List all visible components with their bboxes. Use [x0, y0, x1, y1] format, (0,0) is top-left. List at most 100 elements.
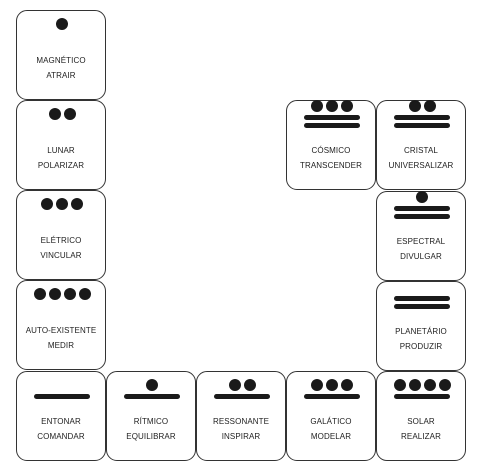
tone-label: GALÁTICO MODELAR — [287, 414, 375, 444]
glyph-dot — [78, 288, 91, 300]
mayan-number-glyph — [17, 101, 107, 135]
glyph-bar — [304, 394, 360, 399]
tone-tile: AUTO-EXISTENTE MEDIR — [16, 280, 106, 370]
tone-name: ENTONAR — [41, 417, 81, 426]
tone-action: PRODUZIR — [399, 342, 443, 351]
tone-name: MAGNÉTICO — [36, 56, 86, 65]
tone-action: TRANSCENDER — [300, 161, 362, 170]
tone-label: CÓSMICO TRANSCENDER — [287, 143, 375, 173]
tone-action: UNIVERSALIZAR — [388, 161, 454, 170]
tone-tile: MAGNÉTICO ATRAIR — [16, 10, 106, 100]
tone-name: RÍTMICO — [133, 417, 169, 426]
glyph-bar — [34, 394, 90, 399]
glyph-bar — [394, 296, 450, 301]
glyph-dot — [48, 108, 61, 120]
tone-tile: RÍTMICO EQUILIBRAR — [106, 371, 196, 461]
glyph-dot — [326, 379, 338, 391]
tone-action: REALIZAR — [401, 432, 441, 441]
tone-name: GALÁTICO — [310, 417, 352, 426]
mayan-number-glyph — [17, 191, 107, 225]
tone-action: MODELAR — [310, 432, 352, 441]
glyph-dot — [56, 198, 68, 210]
tone-action: VINCULAR — [40, 251, 82, 260]
glyph-dot — [56, 18, 68, 30]
mayan-number-glyph — [197, 372, 287, 406]
glyph-dot — [228, 379, 241, 391]
glyph-dot — [393, 379, 406, 391]
tone-label: MAGNÉTICO ATRAIR — [17, 53, 105, 83]
glyph-dot — [408, 100, 421, 112]
tone-name: PLANETÁRIO — [395, 327, 447, 336]
glyph-dot — [341, 379, 353, 391]
glyph-dot — [423, 379, 436, 391]
mayan-number-glyph — [17, 281, 107, 315]
glyph-dot — [41, 198, 53, 210]
glyph-dot — [341, 100, 353, 112]
tone-name: ESPECTRAL — [396, 237, 446, 246]
mayan-number-glyph — [287, 100, 377, 135]
tone-name: CRISTAL — [404, 146, 438, 155]
glyph-dot — [48, 288, 61, 300]
tone-action: DIVULGAR — [400, 252, 442, 261]
glyph-bar — [304, 123, 360, 128]
glyph-dot — [416, 191, 428, 203]
glyph-dot — [146, 379, 158, 391]
tone-action: ATRAIR — [46, 71, 76, 80]
tone-name: CÓSMICO — [311, 146, 351, 155]
glyph-bar — [304, 115, 360, 120]
glyph-dot — [33, 288, 46, 300]
glyph-dot — [423, 100, 436, 112]
glyph-dot — [311, 379, 323, 391]
tone-tile: SOLAR REALIZAR — [376, 371, 466, 461]
glyph-dot — [243, 379, 256, 391]
tone-label: PLANETÁRIO PRODUZIR — [377, 324, 465, 354]
mayan-number-glyph — [377, 191, 467, 226]
mayan-number-glyph — [287, 372, 377, 406]
glyph-dot — [71, 198, 83, 210]
tone-tile: CÓSMICO TRANSCENDER — [286, 100, 376, 190]
glyph-bar — [394, 304, 450, 309]
tone-action: MEDIR — [47, 341, 75, 350]
glyph-dot — [63, 288, 76, 300]
tone-name: RESSONANTE — [212, 417, 270, 426]
glyph-bar — [394, 394, 450, 399]
tone-label: ELÉTRICO VINCULAR — [17, 233, 105, 263]
glyph-dot — [311, 100, 323, 112]
tone-name: AUTO-EXISTENTE — [25, 326, 97, 335]
tone-label: RÍTMICO EQUILIBRAR — [107, 414, 195, 444]
tone-tile: GALÁTICO MODELAR — [286, 371, 376, 461]
glyph-dot — [63, 108, 76, 120]
glyph-bar — [214, 394, 270, 399]
tone-tile: RESSONANTE INSPIRAR — [196, 371, 286, 461]
mayan-number-glyph — [107, 372, 197, 406]
glyph-dot — [438, 379, 451, 391]
mayan-number-glyph — [17, 372, 107, 406]
mayan-number-glyph — [377, 282, 467, 316]
tone-action: EQUILIBRAR — [126, 432, 176, 441]
tone-tile: ESPECTRAL DIVULGAR — [376, 191, 466, 281]
mayan-number-glyph — [17, 11, 107, 45]
tone-name: ELÉTRICO — [40, 236, 82, 245]
glyph-dot — [408, 379, 421, 391]
tone-tile: ELÉTRICO VINCULAR — [16, 190, 106, 280]
tone-label: AUTO-EXISTENTE MEDIR — [17, 323, 105, 353]
glyph-dot — [326, 100, 338, 112]
tone-label: RESSONANTE INSPIRAR — [197, 414, 285, 444]
tone-action: COMANDAR — [37, 432, 85, 441]
glyph-bar — [394, 214, 450, 219]
glyph-bar — [124, 394, 180, 399]
tone-label: SOLAR REALIZAR — [377, 414, 465, 444]
glyph-bar — [394, 123, 450, 128]
tone-action: INSPIRAR — [221, 432, 261, 441]
tone-label: ESPECTRAL DIVULGAR — [377, 234, 465, 264]
glyph-bar — [394, 115, 450, 120]
tone-tile: CRISTAL UNIVERSALIZAR — [376, 100, 466, 190]
mayan-number-glyph — [377, 372, 467, 406]
mayan-number-glyph — [377, 100, 467, 135]
tone-label: CRISTAL UNIVERSALIZAR — [377, 143, 465, 173]
tone-name: LUNAR — [47, 146, 75, 155]
tone-name: SOLAR — [407, 417, 435, 426]
tone-tile: ENTONAR COMANDAR — [16, 371, 106, 461]
